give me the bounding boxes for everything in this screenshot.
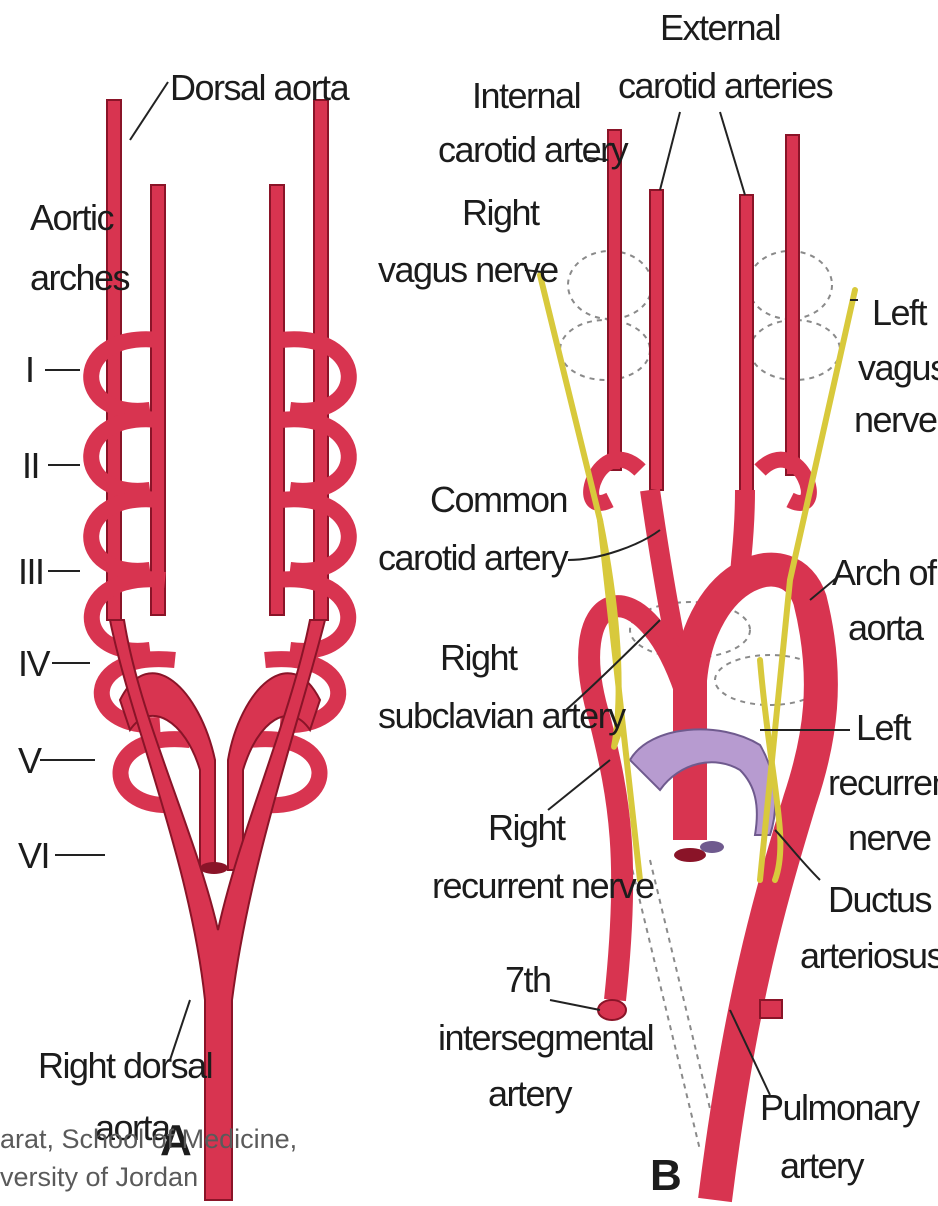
label-arch-of-aorta-line2: aorta xyxy=(848,607,925,648)
label-left-recurrent-line3: nerve xyxy=(848,817,931,858)
label-left-recurrent-line1: Left xyxy=(856,707,912,748)
label-arch-of-aorta-line1: Arch of xyxy=(832,552,938,593)
label-right-recurrent-line2: recurrent nerve xyxy=(432,865,654,906)
label-left-recurrent-line2: recurrent xyxy=(828,762,938,803)
label-right-vagus-line1: Right xyxy=(462,192,540,233)
label-right-subclavian-line2: subclavian artery xyxy=(378,695,626,736)
label-external-carotid-line1: External xyxy=(660,7,780,48)
label-external-carotid-line2: carotid arteries xyxy=(618,65,833,106)
label-arch-vi: VI xyxy=(18,835,49,876)
footer-credit: arat, School of Medicine, versity of Jor… xyxy=(0,1124,297,1192)
label-ductus-line2: arteriosus xyxy=(800,935,938,976)
label-arch-iv: IV xyxy=(18,643,51,684)
label-aortic-arches-line2: arches xyxy=(30,257,130,298)
panel-b-letter: B xyxy=(650,1151,682,1200)
label-right-dorsal-aorta-line1: Right dorsal xyxy=(38,1045,212,1086)
label-left-vagus-line2: vagus xyxy=(858,347,938,388)
label-pulmonary-line2: artery xyxy=(780,1145,865,1186)
panel-a-vessels xyxy=(91,100,349,1200)
right-arches xyxy=(250,339,349,805)
label-intersegmental-line2: intersegmental xyxy=(438,1017,653,1058)
descending-aorta-branch xyxy=(760,1000,782,1018)
footer-line-1: arat, School of Medicine, xyxy=(0,1124,297,1154)
label-arch-ii: II xyxy=(22,445,39,486)
dorsal-aorta-right-outer xyxy=(314,100,328,620)
label-right-vagus-line2: vagus nerve xyxy=(378,249,558,290)
dorsal-aorta-left-inner xyxy=(151,185,165,615)
left-carotid-loop xyxy=(760,460,809,503)
label-arch-v: V xyxy=(18,740,42,781)
label-left-vagus-line3: nerve xyxy=(854,399,937,440)
left-internal-carotid xyxy=(786,135,799,475)
label-common-carotid-line2: carotid artery xyxy=(378,537,569,578)
aortic-sac-opening xyxy=(200,862,228,874)
label-aortic-arches-line1: Aortic xyxy=(30,197,115,238)
label-common-carotid-line1: Common xyxy=(430,479,567,520)
panel-a-labels: Dorsal aorta Aortic arches I II III IV V… xyxy=(18,67,351,1165)
label-arch-iii: III xyxy=(18,551,44,592)
label-pulmonary-line1: Pulmonary xyxy=(760,1087,920,1128)
dorsal-aorta-right-inner xyxy=(270,185,284,615)
right-subclavian xyxy=(589,606,685,1000)
right-internal-carotid xyxy=(608,130,621,470)
pulmonary-opening xyxy=(700,841,724,853)
label-arch-i: I xyxy=(25,349,34,390)
footer-line-2: versity of Jordan xyxy=(0,1162,198,1192)
left-external-carotid xyxy=(740,195,753,495)
right-external-carotid xyxy=(650,190,663,490)
label-left-vagus-line1: Left xyxy=(872,292,928,333)
label-dorsal-aorta: Dorsal aorta xyxy=(170,67,351,108)
right-carotid-loop xyxy=(591,460,640,503)
label-internal-carotid-line2: carotid artery xyxy=(438,129,629,170)
label-ductus-line1: Ductus xyxy=(828,879,932,920)
label-right-subclavian-line1: Right xyxy=(440,637,518,678)
ascending-aorta-opening xyxy=(674,848,706,862)
label-right-recurrent-line1: Right xyxy=(488,807,566,848)
label-intersegmental-line1: 7th xyxy=(505,959,551,1000)
label-intersegmental-line3: artery xyxy=(488,1073,573,1114)
label-internal-carotid-line1: Internal xyxy=(472,75,580,116)
dorsal-aorta-left-outer xyxy=(107,100,121,620)
